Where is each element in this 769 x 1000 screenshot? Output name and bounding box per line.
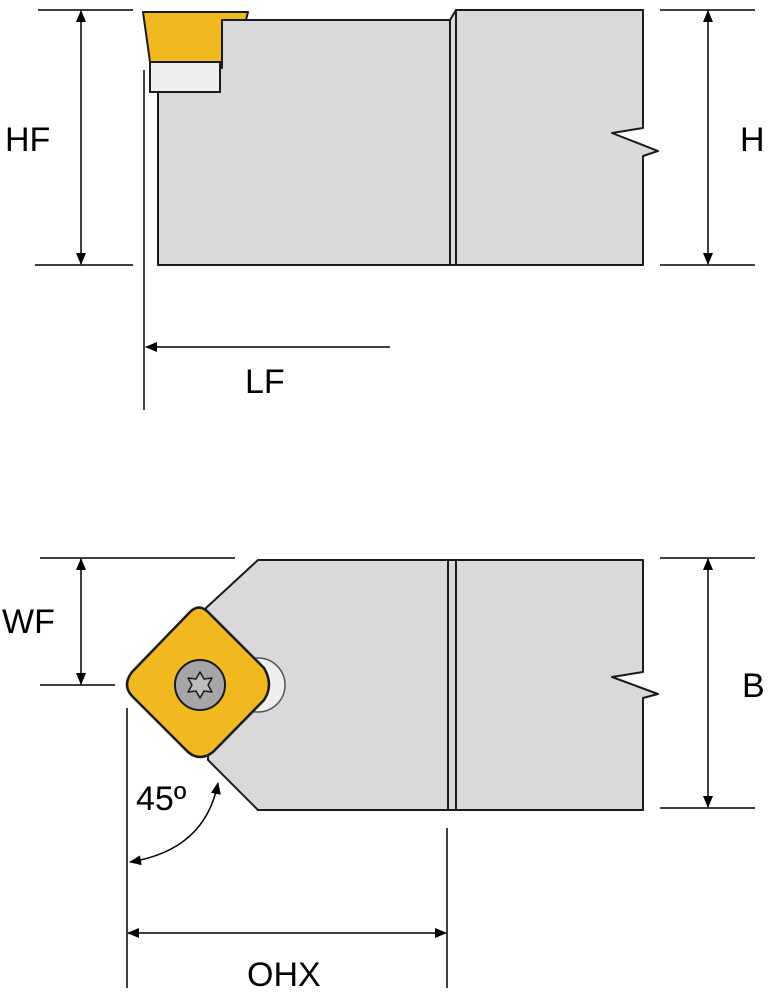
side-view: HF H LF (5, 9, 765, 410)
shim-side (149, 61, 221, 93)
shank-top (205, 559, 659, 811)
wf-label: WF (2, 603, 55, 641)
shank-side (157, 9, 659, 266)
hf-label: HF (5, 121, 50, 159)
top-view: WF B 45º OHX (2, 557, 765, 994)
h-label: H (740, 121, 765, 159)
ohx-label: OHX (247, 956, 321, 994)
angle-arc (129, 782, 221, 866)
b-label: B (742, 667, 765, 705)
lf-label: LF (245, 363, 285, 401)
torx-socket-icon (187, 671, 213, 699)
angle-label: 45º (136, 780, 186, 818)
